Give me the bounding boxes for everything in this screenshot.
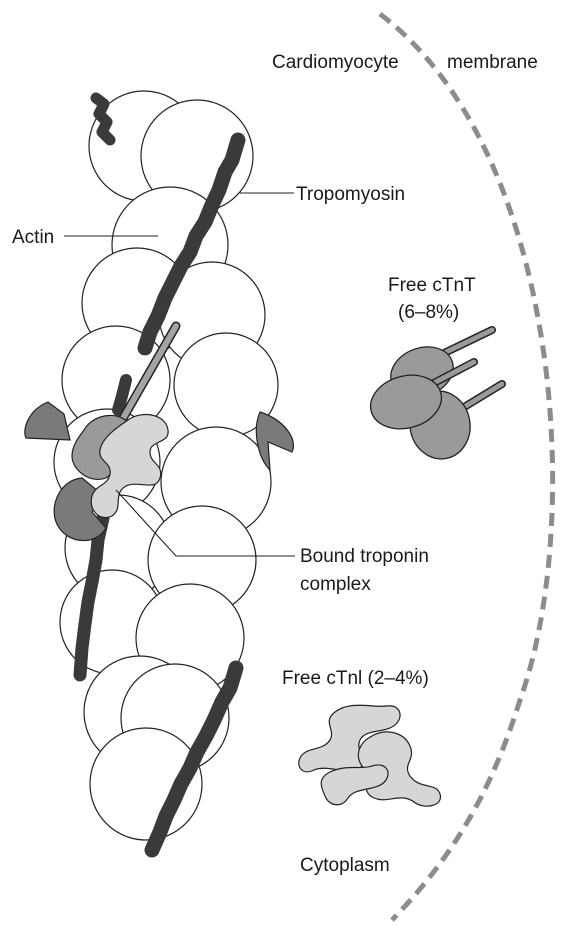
bound-troponin-leader (115, 489, 295, 557)
free-ctni-3 (320, 764, 389, 806)
cardiomyocyte-membrane (378, 12, 556, 922)
tropomyosin-strands (73, 92, 246, 858)
bound-ctnc-right (255, 411, 294, 472)
free-ctni-label: Free cTnl (2–4%) (282, 668, 429, 689)
bound-troponin-complex (24, 321, 294, 542)
free-ctni-molecules (298, 704, 442, 807)
free-ctnt-molecules (369, 326, 506, 460)
tropomyosin-label: Tropomyosin (296, 184, 405, 205)
free-ctnt-label: Free cTnT (388, 275, 476, 296)
free-ctnt-3 (369, 358, 478, 430)
bound-ctni (90, 413, 169, 519)
membrane-label-right: membrane (447, 52, 538, 73)
free-ctnt-percent: (6–8%) (398, 302, 459, 323)
cytoplasm-label: Cytoplasm (300, 855, 390, 876)
membrane-label-left: Cardiomyocyte (272, 52, 399, 73)
bound-troponin-label: Bound troponin (300, 546, 429, 567)
bound-ctnc-left (24, 401, 71, 441)
actin-label: Actin (12, 227, 54, 248)
bound-troponin-label-2: complex (300, 574, 371, 595)
